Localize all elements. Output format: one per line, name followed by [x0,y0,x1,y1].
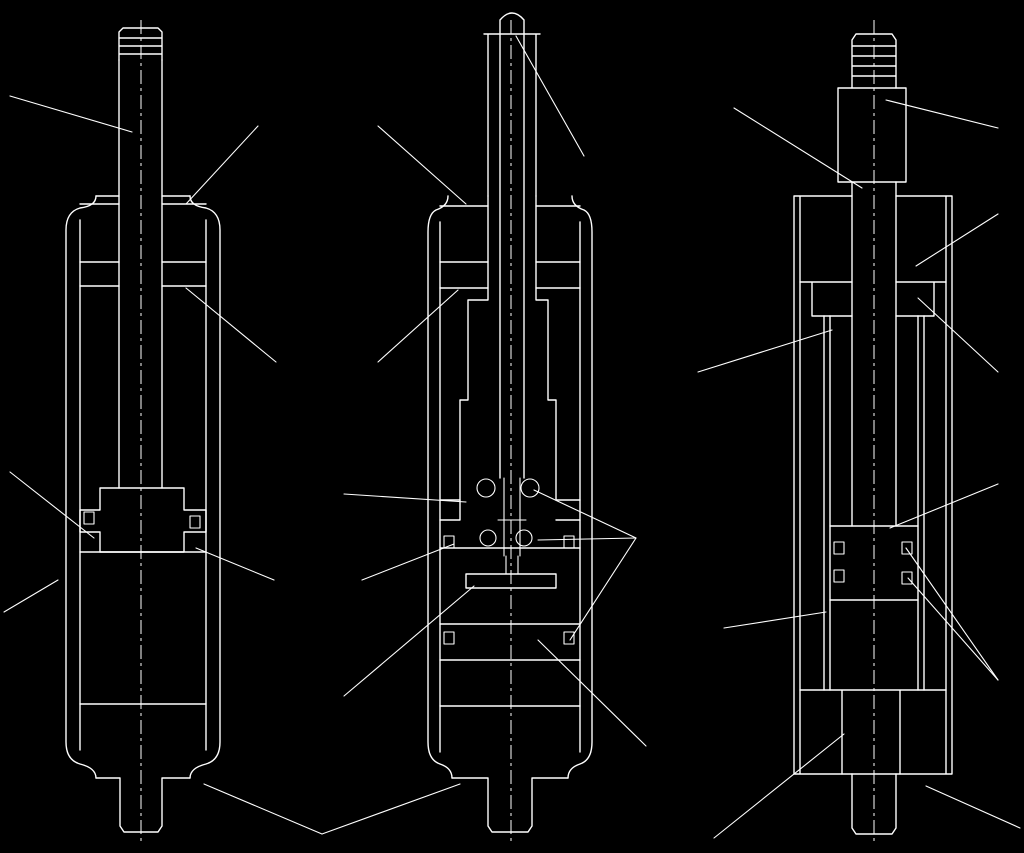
leader-right-rings-b [907,577,999,681]
leader-left-piston [195,547,275,581]
middle-lower-piston [439,623,581,661]
right-ring-c [901,541,913,555]
middle-inner-tube [439,221,581,753]
left-piston-rod [118,59,163,489]
leader-middle-seal [377,125,467,205]
leader-middle-balls-c [569,537,637,641]
middle-ring-a [443,535,455,549]
leader-right-rings-a [905,547,999,681]
leader-bottom-left [203,783,323,835]
leader-middle-ring [361,543,455,581]
middle-shock-absorber [427,12,593,842]
middle-ring-b [563,535,575,549]
middle-outer-tube [427,195,593,779]
leader-middle-pushrod [515,35,585,157]
left-shock-absorber [65,20,221,842]
right-inner-cylinder [823,315,925,691]
leader-right-rod [733,107,863,189]
leader-right-guide [915,213,999,267]
leader-right-piston [889,483,999,529]
leader-middle-guide [377,289,459,363]
left-bottom-mount [95,777,191,833]
leader-left-rod [9,95,133,133]
middle-valve-stem [497,477,527,557]
left-piston-ring-b [189,515,201,529]
leader-middle-balls-b [537,537,637,541]
leader-right-block [917,297,999,373]
right-nut [837,87,907,183]
leader-right-mount [925,785,1021,829]
left-rod-guide [79,261,207,287]
right-lower-block [799,689,947,775]
right-shock-absorber [793,20,953,842]
leader-bottom-middle [321,783,461,835]
right-piston-rod [851,181,897,527]
left-top-seal [79,195,207,205]
middle-bottom-mount [451,777,569,833]
right-ring-a [833,541,845,555]
callout-leader-lines [3,35,1021,839]
middle-ring-c [443,631,455,645]
middle-hollow-rod [483,33,541,197]
left-separator [79,551,207,705]
left-piston [79,487,207,553]
middle-valve-body [439,499,581,549]
left-inner-tube [79,219,207,751]
middle-rod-step [459,195,557,501]
middle-ring-d [563,631,575,645]
leader-middle-plate [343,585,475,697]
leader-right-lower-block [713,733,845,839]
leader-middle-lower-piston [537,639,647,747]
right-ring-b [833,569,845,583]
middle-valve-ball-b [520,478,540,498]
middle-valve-ball-d [515,529,533,547]
right-ring-d [901,571,913,585]
leader-right-nut [885,99,999,129]
right-outer-cylinder [793,195,953,775]
leader-middle-valve [343,493,467,503]
left-piston-ring-a [83,511,95,525]
leader-left-ring [9,471,95,539]
leader-left-tube [3,579,59,613]
left-outer-tube [65,195,221,779]
middle-valve-plate-stem [505,555,519,575]
middle-pushrod-top [499,12,525,479]
leader-right-cylinder-wall [723,611,827,629]
middle-valve-ball-c [479,529,497,547]
leader-middle-balls-a [533,489,637,539]
leader-left-seal [185,125,259,205]
leader-left-guide [185,287,277,363]
right-guide-block [799,281,947,317]
leader-right-inner-cylinder [697,329,833,373]
middle-rod-guide [439,261,581,289]
middle-valve-ball-a [476,478,496,498]
